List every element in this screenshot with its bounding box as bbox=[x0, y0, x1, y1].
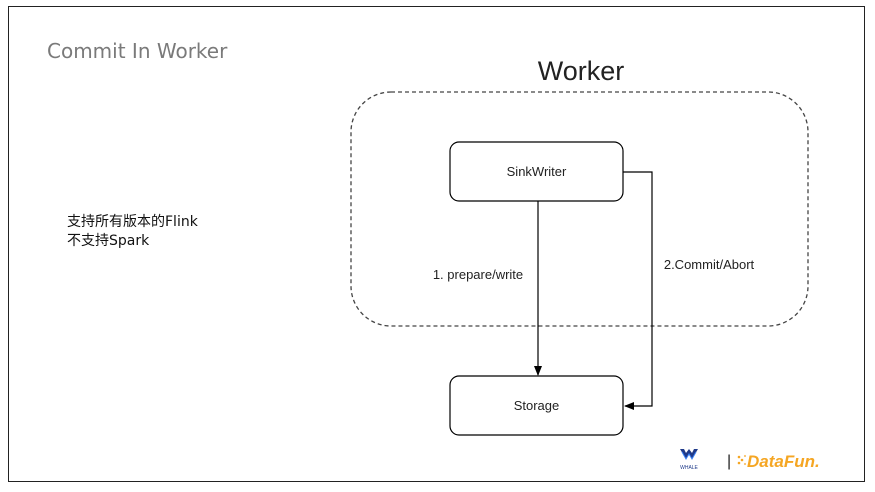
slide bbox=[8, 6, 865, 482]
commit-abort-arrow bbox=[623, 171, 653, 410]
commit-abort-label: 2.Commit/Abort bbox=[664, 257, 755, 272]
slide-notes: 支持所有版本的Flink 不支持Spark bbox=[67, 213, 198, 251]
note-line-2: 不支持Spark bbox=[67, 233, 150, 249]
sinkwriter-label: SinkWriter bbox=[507, 164, 567, 179]
footer-logo-graphics: WHALE | DataFun. bbox=[680, 449, 820, 471]
footer-logos: WHALE | DataFun. bbox=[676, 447, 846, 473]
worker-group-boundary bbox=[350, 91, 809, 327]
storage-label: Storage bbox=[514, 398, 560, 413]
whale-logo: WHALE bbox=[680, 449, 699, 471]
datafun-logo: DataFun. bbox=[737, 452, 820, 471]
worker-group-label: Worker bbox=[538, 56, 625, 86]
storage-node bbox=[449, 375, 624, 436]
note-line-1: 支持所有版本的Flink bbox=[67, 214, 198, 230]
slide-title: Commit In Worker bbox=[47, 39, 228, 63]
datafun-logo-text: DataFun. bbox=[747, 452, 820, 471]
whale-logo-text: WHALE bbox=[680, 465, 698, 471]
logo-separator: | bbox=[727, 453, 731, 470]
prepare-write-label: 1. prepare/write bbox=[433, 267, 523, 282]
